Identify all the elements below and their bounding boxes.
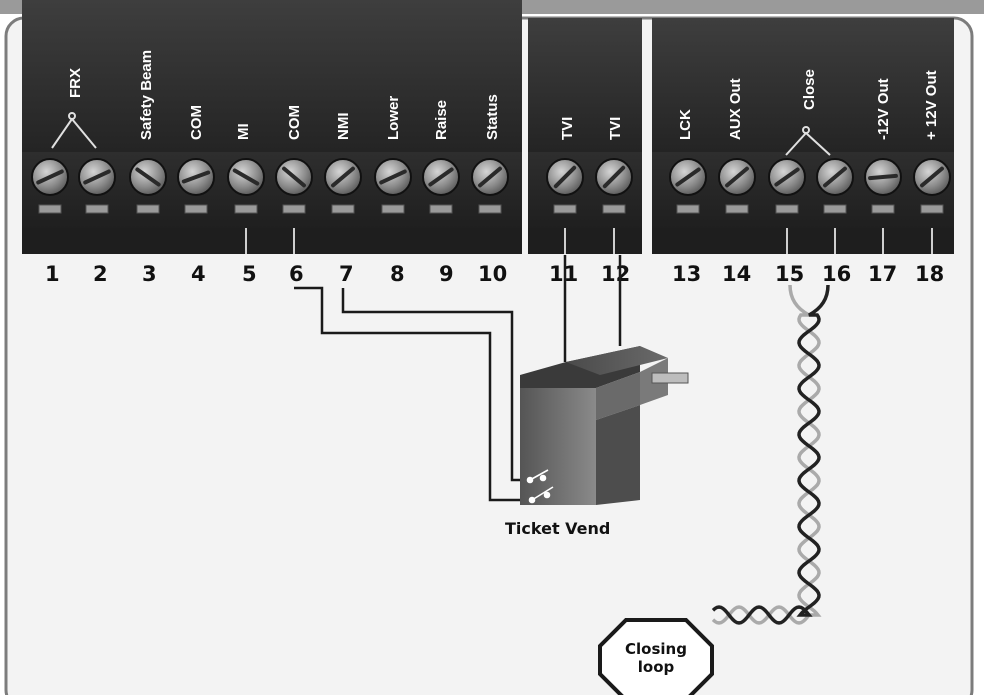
closing-loop-label-line2: loop [638,658,675,676]
ticket-vend-device: Ticket Vend [505,346,689,538]
label-frx: FRX [67,68,84,98]
screw-slot [331,166,355,188]
label-com-1: COM [188,105,205,140]
terminal-number: 6 [289,262,304,286]
terminal-number: 9 [439,262,454,286]
screw-slot [823,166,847,188]
terminal-block-tvi [528,18,642,254]
screw-slot [379,169,407,185]
wire-entry-slot [234,204,258,214]
close-jumper [785,126,831,156]
screw-slot [553,165,577,189]
screw-slot [868,173,898,181]
ticket-vend-label: Ticket Vend [505,519,610,538]
screw-slot [675,167,701,187]
screw-slot [36,169,64,185]
screw-slot [428,167,454,187]
terminal-number: 12 [601,262,630,286]
wire-entry-slot [871,204,895,214]
wire-entry-slot [85,204,109,214]
label-minus-12v-out: -12V Out [875,78,892,140]
wire-entry-slot [184,204,208,214]
wire-entry-slot [282,204,306,214]
screw-slot [478,166,502,188]
ticket-vend-wires [294,255,622,502]
wire-entry-slot [381,204,405,214]
screw-slot [920,166,944,188]
tvi-labels: TVI TVI [559,117,624,140]
terminal-block-main [22,0,522,254]
wire-entry-slot [478,204,502,214]
label-raise: Raise [433,100,450,140]
terminal-number: 11 [549,262,578,286]
label-tvi-1: TVI [559,117,576,140]
screw-slot [602,165,626,189]
label-nmi: NMI [335,113,352,141]
terminal-number: 4 [191,262,206,286]
closing-loop-label-line1: Closing [625,640,687,658]
label-plus-12v-out: + 12V Out [923,70,940,140]
screw-slot [135,167,161,187]
label-com-2: COM [286,105,303,140]
wire-entry-slot [553,204,577,214]
wire-entry-slot [823,204,847,214]
screw-slot [725,166,749,188]
terminal-screws [31,158,951,254]
terminal-number: 3 [142,262,157,286]
terminal-number: 14 [722,262,751,286]
terminal-number: 5 [242,262,257,286]
wire-entry-slot [331,204,355,214]
screw-slot [83,169,111,185]
terminal-number: 1 [45,262,60,286]
wire-entry-slot [725,204,749,214]
label-aux-out: AUX Out [727,78,744,140]
label-close: Close [801,69,818,110]
label-lower: Lower [385,96,402,140]
wire-entry-slot [38,204,62,214]
terminal-number: 15 [775,262,804,286]
label-tvi-2: TVI [607,117,624,140]
terminal-number: 16 [822,262,851,286]
terminal-number: 18 [915,262,944,286]
screw-slot [282,166,306,188]
terminal-number: 2 [93,262,108,286]
frx-jumper [51,112,97,149]
label-status: Status [484,94,501,140]
label-lck: LCK [677,109,694,140]
screw-slot [181,170,211,184]
wire-entry-slot [920,204,944,214]
wire-entry-slot [602,204,626,214]
terminal-number: 17 [868,262,897,286]
label-mi: MI [235,123,252,140]
screw-slot [774,167,800,187]
right-labels: LCK AUX Out Close -12V Out + 12V Out [677,69,940,140]
label-safety-beam: Safety Beam [138,50,155,140]
screw-slot [232,168,260,186]
loop-twisted-wire [711,284,830,625]
wire-entry-slot [429,204,453,214]
wire-entry-slot [676,204,700,214]
closing-loop-detector: Closing loop [598,618,714,699]
terminal-number: 10 [478,262,507,286]
terminal-number: 7 [339,262,354,286]
terminal-number: 13 [672,262,701,286]
wire-entry-slot [136,204,160,214]
terminal-numbers: 1 2 3 4 5 6 7 8 9 10 11 12 13 14 15 16 1… [45,262,944,286]
wire-entry-slot [775,204,799,214]
main-labels: FRX Safety Beam COM MI COM NMI Lower Rai… [67,50,501,140]
terminal-number: 8 [390,262,405,286]
